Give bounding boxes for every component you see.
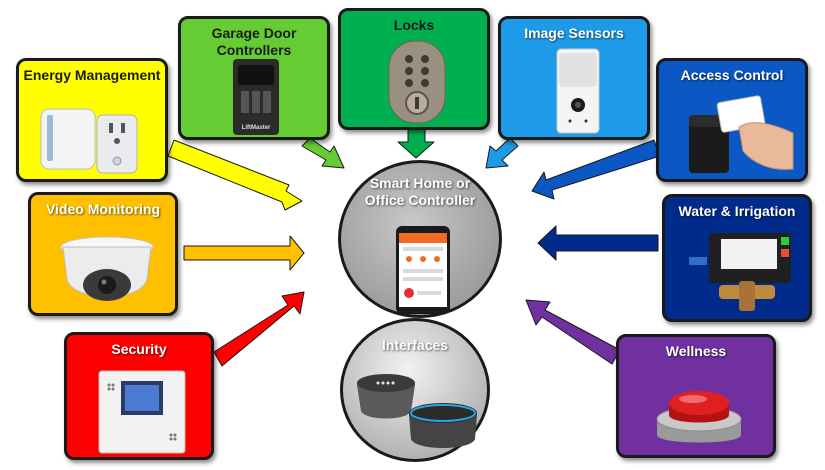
interfaces-panel: Interfaces [340, 318, 490, 462]
tile-video-monitoring: Video Monitoring [28, 192, 178, 316]
tile-label: Locks [393, 17, 435, 33]
smartphone-app-icon [396, 226, 450, 314]
alarm-panel-icon [98, 370, 186, 454]
smart-speaker-icon [357, 374, 477, 448]
motion-camera-icon [556, 48, 600, 134]
tile-water-irrigation: Water & Irrigation [662, 194, 812, 322]
tile-label: Access Control [680, 67, 784, 83]
arrow-image-sensors [485, 137, 519, 169]
dome-camera-icon [60, 236, 154, 301]
tile-locks: Locks [338, 8, 490, 130]
panic-button-icon [656, 391, 742, 443]
tile-label: Video Monitoring [45, 201, 161, 217]
arrow-security [213, 291, 305, 367]
tile-wellness: Wellness [616, 334, 776, 458]
tile-label: Wellness [665, 343, 727, 359]
tile-image-sensors: Image Sensors [498, 16, 650, 140]
hub-controller: Smart Home or Office Controller [338, 160, 502, 318]
water-valve-icon [689, 233, 791, 311]
arrow-water [537, 225, 659, 261]
hub-title: Smart Home or Office Controller [364, 175, 476, 208]
tile-label: Image Sensors [524, 25, 624, 41]
smart-plug-icon [40, 108, 138, 174]
deadbolt-icon [388, 40, 446, 124]
tile-label: Garage Door Controllers [211, 25, 297, 58]
tile-label: Energy Management [23, 67, 161, 83]
interfaces-title: Interfaces [381, 337, 449, 353]
tile-label: Water & Irrigation [678, 203, 796, 219]
tile-energy-management: Energy Management [16, 58, 168, 182]
arrow-wellness [525, 299, 621, 365]
arrow-locks [397, 127, 435, 159]
arrow-access [531, 139, 661, 200]
arrow-garage [301, 137, 345, 169]
brand-logo-text: LiftMaster [241, 125, 271, 131]
tile-access-control: Access Control [656, 58, 808, 182]
card-reader-icon [689, 95, 794, 173]
tile-label: Security [111, 341, 167, 357]
tile-garage-door-controllers: Garage Door Controllers LiftMaster [178, 16, 330, 140]
tile-security: Security [64, 332, 214, 460]
garage-keypad-icon: LiftMaster [233, 59, 279, 135]
arrow-energy [167, 139, 303, 211]
arrow-video [183, 235, 305, 271]
